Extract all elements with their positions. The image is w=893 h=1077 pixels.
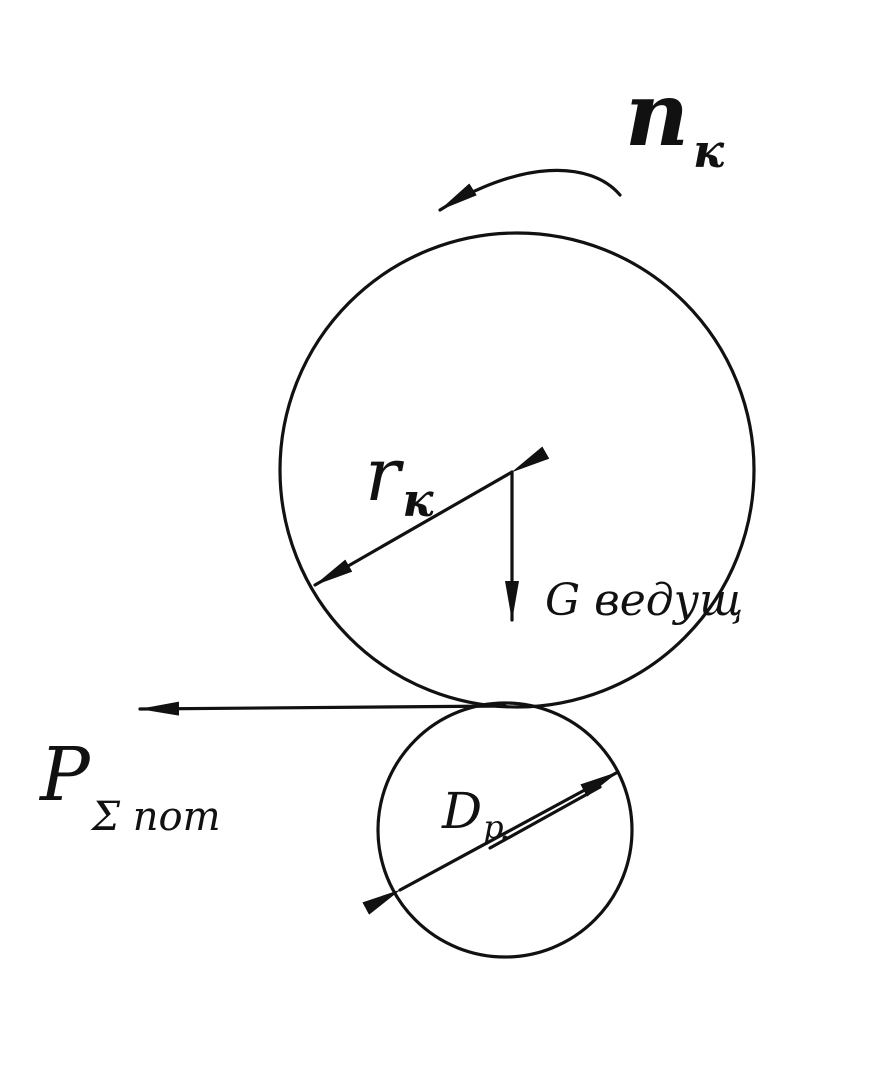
weight-label: G ведущ [545,575,743,626]
diameter-arrow-double-stroke [488,785,602,850]
drive-wheel-circle [278,231,756,709]
diameter-arrow [362,770,620,915]
center-dot [502,835,508,841]
radius-arrow [313,446,550,587]
rotation-label: nк [625,62,725,178]
roller-circle [376,701,634,959]
rotation-arrow [438,168,622,212]
force-label: PΣ пот [38,732,221,840]
radius-label: rк [365,432,434,527]
force-arrow [138,701,507,716]
diameter-label: Dр [441,782,504,846]
